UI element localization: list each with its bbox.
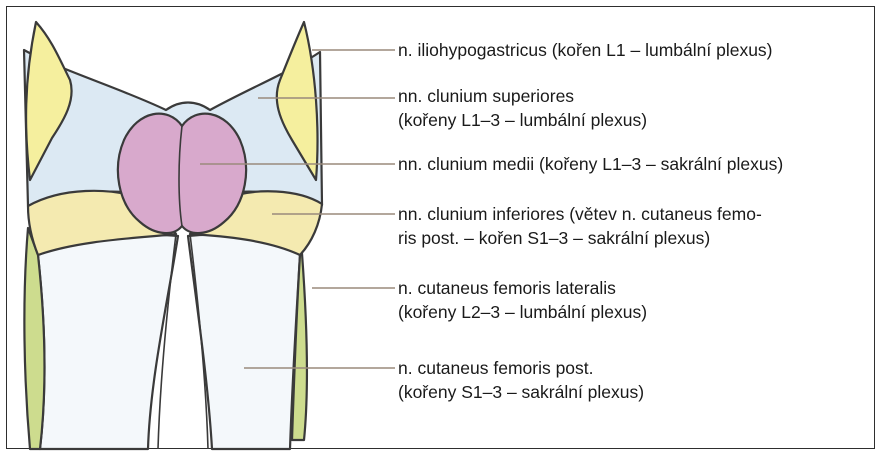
label-line: n. cutaneus femoris lateralis [398,276,647,300]
label-line: nn. clunium medii (kořeny L1–3 – sakráln… [398,152,783,176]
region-cutaneus-femoris-post-left [38,235,178,449]
label-line: (kořeny L1–3 – lumbální plexus) [398,108,647,132]
label-line: n. cutaneus femoris post. [398,356,644,380]
label-clunium-inferiores: nn. clunium inferiores (větev n. cutaneu… [398,202,762,250]
label-clunium-superiores: nn. clunium superiores (kořeny L1–3 – lu… [398,84,647,132]
label-line: (kořeny S1–3 – sakrální plexus) [398,380,644,404]
label-line: (kořeny L2–3 – lumbální plexus) [398,300,647,324]
label-line: ris post. – kořen S1–3 – sakrální plexus… [398,226,762,250]
label-line: nn. clunium inferiores (větev n. cutaneu… [398,202,762,226]
label-cutaneus-femoris-post: n. cutaneus femoris post. (kořeny S1–3 –… [398,356,644,404]
label-cutaneus-femoris-lateralis: n. cutaneus femoris lateralis (kořeny L2… [398,276,647,324]
region-cutaneus-femoris-post-right [188,235,300,449]
label-clunium-medii: nn. clunium medii (kořeny L1–3 – sakráln… [398,152,783,176]
label-iliohypogastricus: n. iliohypogastricus (kořen L1 – lumbáln… [398,38,773,62]
label-line: n. iliohypogastricus (kořen L1 – lumbáln… [398,38,773,62]
label-line: nn. clunium superiores [398,84,647,108]
